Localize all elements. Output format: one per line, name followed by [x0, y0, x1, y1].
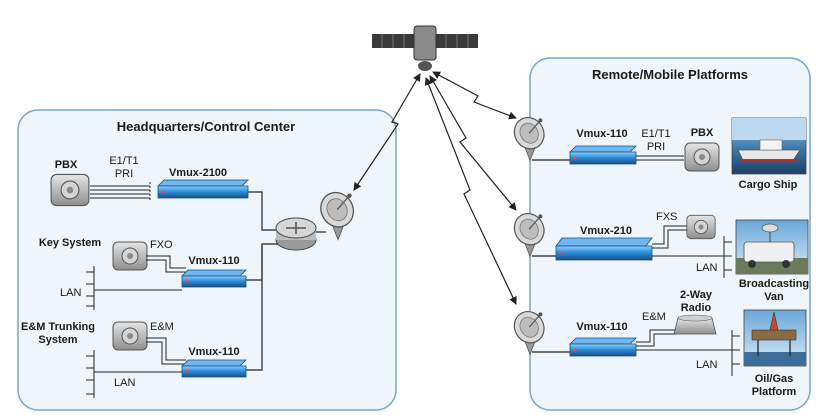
link-platform — [424, 77, 517, 305]
key-system-icon — [112, 241, 148, 271]
link-van — [429, 75, 517, 211]
hq-lan-b-bus — [86, 350, 182, 398]
broadcasting-van-photo — [735, 219, 809, 275]
vmux110-a-device — [181, 269, 247, 288]
em-trunking-icon — [112, 321, 148, 351]
remote-pbx-label: PBX — [691, 127, 714, 139]
remote-lan-2-label: LAN — [696, 262, 717, 274]
vmux2100-device — [157, 179, 249, 199]
oil-gas-label-2: Platform — [752, 386, 797, 398]
two-way-radio-icon — [673, 314, 717, 335]
hq-e1t1-label: E1/T1 — [109, 155, 138, 167]
broadcasting-van-label-1: Broadcasting — [739, 278, 809, 290]
broadcasting-van-label-2: Van — [764, 291, 784, 303]
remote-vmux-1-device — [569, 145, 637, 165]
remote-fxs-label: FXS — [656, 211, 677, 223]
hq-lan-b-label: LAN — [114, 377, 135, 389]
hq-em-label: E&M — [150, 321, 174, 333]
cargo-ship-photo — [731, 117, 807, 175]
vmux2100-label: Vmux-2100 — [169, 167, 227, 179]
vmux110-a-label: Vmux-110 — [188, 255, 239, 267]
hq-lan-a-bus — [86, 266, 182, 310]
remote-vmux-2-device — [555, 237, 653, 261]
remote-lan-3-label: LAN — [696, 359, 717, 371]
radio-label-1: 2-Way — [680, 289, 713, 301]
hq-fxo-label: FXO — [150, 239, 173, 251]
em-trunking-label-2: System — [38, 334, 77, 346]
remote-vmux-3-label: Vmux-110 — [576, 321, 627, 333]
vmux110-b-device — [181, 359, 247, 378]
hq-pbx-icon — [50, 173, 90, 207]
key-system-label: Key System — [39, 237, 102, 249]
hq-pbx-label: PBX — [55, 159, 78, 171]
hq-title: Headquarters/Control Center — [117, 119, 295, 134]
hq-router-icon — [275, 217, 317, 251]
satellite-links — [353, 71, 517, 305]
remote-vmux-2-label: Vmux-210 — [580, 225, 632, 237]
hq-lan-a-label: LAN — [60, 287, 81, 299]
remote-phone-icon — [686, 214, 716, 240]
remote-pri-label: PRI — [647, 141, 665, 153]
satellite-icon — [372, 25, 478, 71]
remote-lan-3-bus — [731, 330, 740, 376]
oil-gas-platform-photo — [743, 309, 807, 367]
hq-pri-label: PRI — [115, 168, 133, 180]
vmux110-b-label: Vmux-110 — [188, 346, 239, 358]
remote-vmux-3-device — [569, 337, 637, 357]
cargo-ship-label: Cargo Ship — [739, 179, 798, 191]
hq-e1t1-link — [90, 182, 151, 202]
remote-em-label: E&M — [642, 311, 666, 323]
remote-lan-2-bus — [723, 236, 732, 278]
remote-vmux-1-label: Vmux-110 — [576, 128, 627, 140]
radio-label-2: Radio — [681, 302, 712, 314]
oil-gas-label-1: Oil/Gas — [755, 373, 794, 385]
link-cargo-ship — [432, 71, 517, 120]
remote-pbx-icon — [684, 142, 720, 172]
remote-e1t1-label: E1/T1 — [641, 128, 670, 140]
link-hq — [353, 73, 421, 191]
remote-title: Remote/Mobile Platforms — [592, 67, 748, 82]
em-trunking-label-1: E&M Trunking — [21, 321, 95, 333]
